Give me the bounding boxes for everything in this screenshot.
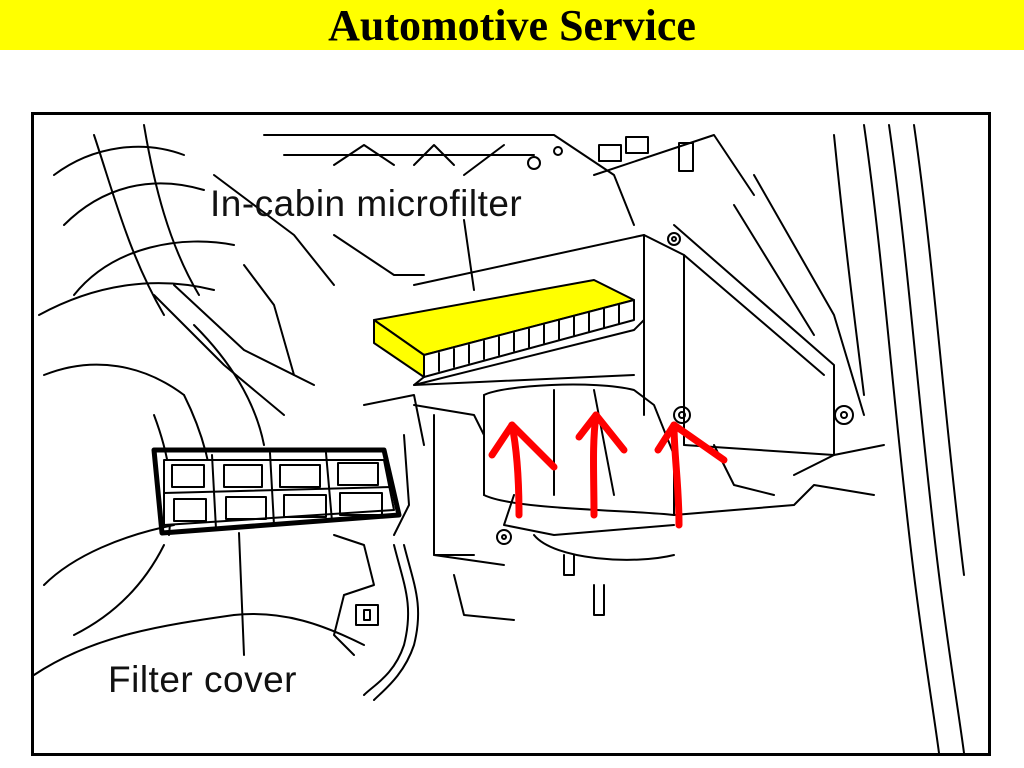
filter-cover-drawing: [151, 447, 402, 536]
airflow-arrow-middle: [575, 411, 628, 519]
upper-dash: [213, 134, 755, 286]
wiring-harness: [333, 534, 420, 701]
airflow-arrow-left: [488, 421, 558, 519]
blower-housing: [363, 224, 885, 621]
title-bar: [0, 0, 1024, 50]
diagram-drawing: [34, 124, 965, 753]
filter-cover-label: Filter cover: [108, 659, 297, 700]
airflow-arrow-right: [654, 421, 728, 529]
page-title: Automotive Service: [328, 1, 696, 50]
airflow-arrows: [488, 411, 728, 529]
microfilter-leader-line: [463, 219, 475, 291]
microfilter-label: In-cabin microfilter: [210, 183, 523, 224]
right-pillar: [733, 124, 965, 753]
filter-cover-leader-line: [238, 532, 245, 656]
diagram-frame: In-cabin microfilter Filter cover: [31, 112, 991, 756]
microfilter-body: [373, 279, 645, 386]
